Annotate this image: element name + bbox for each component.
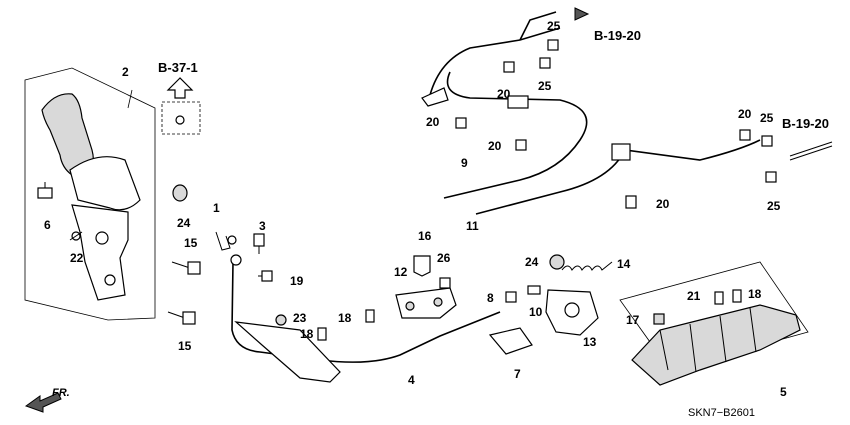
bolt-22[interactable] — [69, 231, 83, 241]
clamp-7[interactable] — [488, 327, 533, 355]
grommet-24-right[interactable] — [549, 254, 565, 270]
callout-1: 1 — [213, 201, 220, 215]
pin-10[interactable] — [527, 285, 541, 295]
callout-14: 14 — [617, 257, 631, 271]
bolt-19[interactable] — [258, 270, 273, 282]
bolt-20-c[interactable] — [515, 139, 527, 151]
callout-25-c: 25 — [760, 111, 774, 125]
right-arrow-icon-top — [574, 7, 590, 21]
spring-14[interactable] — [561, 261, 613, 271]
switch-body — [37, 187, 53, 199]
caliper-lever-13[interactable] — [545, 289, 599, 336]
upper-cable-harness[interactable] — [421, 11, 561, 107]
callout-17: 17 — [626, 313, 640, 327]
callout-25-a: 25 — [547, 19, 561, 33]
callout-25-d: 25 — [767, 199, 781, 213]
callout-7: 7 — [514, 367, 521, 381]
rear-cable-9[interactable] — [443, 71, 588, 199]
callout-15-a: 15 — [184, 236, 198, 250]
callout-18-a: 18 — [300, 327, 314, 341]
callout-6: 6 — [44, 218, 51, 232]
callout-18-b: 18 — [338, 311, 352, 325]
threaded-cable-end-right — [789, 141, 833, 161]
callout-5: 5 — [780, 385, 787, 399]
callout-20-d: 20 — [656, 197, 670, 211]
callout-16: 16 — [418, 229, 432, 243]
equalizer-cable-4[interactable] — [227, 235, 501, 383]
rear-cable-11[interactable] — [475, 139, 761, 215]
lever-pivot — [95, 231, 109, 245]
callout-21: 21 — [687, 289, 701, 303]
callout-20-c: 20 — [488, 139, 502, 153]
clip-16[interactable] — [413, 255, 431, 277]
bolt-18-right[interactable] — [732, 289, 742, 303]
lever-outline-box — [24, 67, 156, 321]
callout-20-b: 20 — [426, 115, 440, 129]
callout-19: 19 — [290, 274, 304, 288]
bolt-20-d[interactable] — [625, 195, 637, 209]
nut-23[interactable] — [275, 314, 287, 326]
direction-label: FR. — [52, 387, 70, 399]
lever-mount-hole — [104, 274, 116, 286]
callout-9: 9 — [461, 156, 468, 170]
callout-20-a: 20 — [497, 87, 511, 101]
grommet-24[interactable] — [172, 184, 188, 202]
parking-brake-lever-assembly[interactable] — [24, 67, 156, 321]
bolt-20-b[interactable] — [455, 117, 467, 129]
callout-26: 26 — [437, 251, 451, 265]
callout-20-e: 20 — [738, 107, 752, 121]
bolt-15-lower[interactable] — [167, 311, 196, 325]
callout-24-b: 24 — [525, 255, 539, 269]
front-direction-arrow-icon — [24, 392, 62, 413]
bolt-3[interactable] — [253, 233, 265, 254]
bolt-20-a[interactable] — [503, 61, 515, 73]
bolt-25-b[interactable] — [539, 57, 551, 69]
ref-b19-20-top[interactable]: B-19-20 — [594, 28, 641, 43]
heat-shield-5[interactable] — [619, 261, 809, 386]
leader-2 — [127, 89, 133, 109]
callout-13: 13 — [583, 335, 597, 349]
callout-25-b: 25 — [538, 79, 552, 93]
callout-10: 10 — [529, 305, 543, 319]
callout-11: 11 — [466, 219, 479, 233]
ref-b37-1[interactable]: B-37-1 — [158, 60, 198, 75]
clip-17[interactable] — [653, 313, 665, 325]
bolt-26[interactable] — [439, 277, 451, 289]
bolt-18-mid[interactable] — [365, 309, 375, 323]
diagram-code: SKN7−B2601 — [688, 407, 755, 419]
cable-guide-12[interactable] — [395, 287, 457, 319]
bolt-15-upper[interactable] — [171, 261, 201, 275]
callout-3: 3 — [259, 219, 266, 233]
bolt-21[interactable] — [714, 291, 724, 305]
bolt-25-c[interactable] — [761, 135, 773, 147]
callout-24-a: 24 — [177, 216, 191, 230]
ref-b19-20-right[interactable]: B-19-20 — [782, 116, 829, 131]
callout-15-b: 15 — [178, 339, 192, 353]
lever-cover — [69, 156, 141, 211]
bolt-18-left[interactable] — [317, 327, 327, 341]
callout-8: 8 — [487, 291, 494, 305]
bolt-25-d[interactable] — [765, 171, 777, 183]
callout-23: 23 — [293, 311, 307, 325]
callout-2: 2 — [122, 65, 129, 79]
callout-18-c: 18 — [748, 287, 762, 301]
callout-12: 12 — [394, 265, 408, 279]
bolt-20-e[interactable] — [739, 129, 751, 141]
pin-8[interactable] — [505, 291, 517, 303]
bolt-25-a[interactable] — [547, 39, 559, 51]
switch-part-6[interactable] — [37, 182, 53, 199]
callout-22: 22 — [70, 251, 84, 265]
up-arrow-icon — [166, 77, 194, 99]
equalizer-bracket — [234, 321, 341, 383]
callout-4: 4 — [408, 373, 415, 387]
